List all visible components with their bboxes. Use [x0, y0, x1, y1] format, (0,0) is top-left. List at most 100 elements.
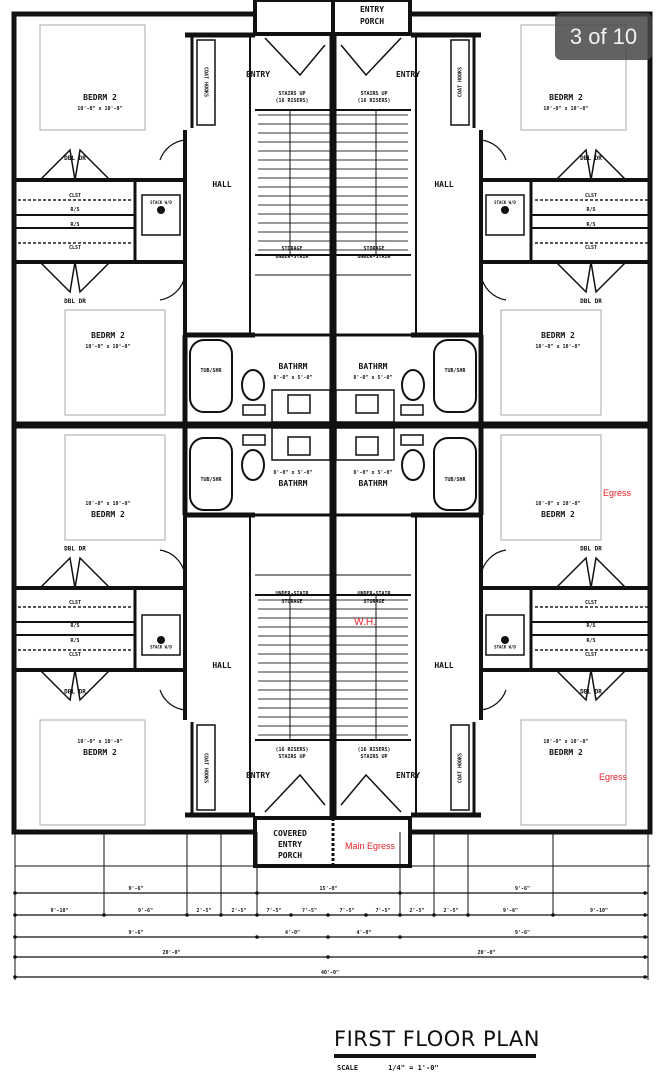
closet-label: CLST [69, 652, 81, 658]
stairs-label: STAIRS UP [278, 91, 305, 97]
unit-br [335, 425, 651, 826]
entry-label: ENTRY [396, 70, 420, 79]
double-door-label: DBL DR [64, 298, 86, 305]
risers-label: (16 RISERS) [357, 747, 390, 753]
dimension-label: 7'-5" [302, 908, 317, 914]
dimension-label: 4'-0" [356, 930, 371, 936]
apartment-units [15, 24, 651, 826]
double-door-label: DBL DR [64, 546, 86, 553]
double-door-label: DBL DR [64, 155, 86, 162]
main-egress-annotation: Main Egress [345, 841, 396, 851]
egress-annotation: Egress [599, 772, 628, 782]
rod-shelf-label: R/S [586, 222, 595, 228]
dimension-label: 9'-6" [515, 886, 530, 892]
bath-size-label: 8'-0" x 5'-0" [273, 470, 312, 476]
closet-label: CLST [69, 193, 81, 199]
hall-label: HALL [212, 180, 231, 189]
water-heater-annotation: W.H. [354, 617, 376, 628]
page-indicator-badge: 3 of 10 [555, 13, 652, 60]
double-door-label: DBL DR [580, 689, 602, 696]
dimension-label: 7'-5" [339, 908, 354, 914]
closet-label: CLST [69, 600, 81, 606]
bedroom-label: BEDRM 2 [83, 748, 117, 757]
bedroom-label: BEDRM 2 [91, 510, 125, 519]
bathroom-label: BATHRM [279, 362, 308, 371]
porch-label: PORCH [278, 851, 302, 860]
dimension-label: 9'-6" [515, 930, 530, 936]
dimension-label: 9'-10" [50, 908, 68, 914]
rod-shelf-label: R/S [70, 207, 79, 213]
dimension-label: 15'-0" [319, 886, 337, 892]
plan-title: FIRST FLOOR PLAN [334, 1027, 540, 1051]
bath-size-label: 8'-0" x 5'-0" [273, 375, 312, 381]
plan-scale: SCALE 1/4" = 1'-0" [337, 1064, 469, 1072]
entry-label: ENTRY [246, 70, 270, 79]
stairs-label: STAIRS UP [360, 754, 387, 760]
storage-label: STORAGE [363, 246, 384, 252]
closet-label: CLST [585, 652, 597, 658]
under-stair-label: UNDER-STAIR [275, 254, 309, 260]
tub-label: TUB/SHR [444, 368, 466, 374]
stairs-label: STAIRS UP [278, 754, 305, 760]
tub-label: TUB/SHR [444, 477, 466, 483]
under-stair-label: UNDER-STAIR [357, 591, 391, 597]
double-door-label: DBL DR [64, 689, 86, 696]
porch-label: PORCH [360, 17, 384, 26]
dimension-label: 9'-6" [128, 930, 143, 936]
scale-value: 1/4" = 1'-0" [388, 1064, 439, 1072]
coat-hooks-label: COAT HOOKS [203, 67, 209, 97]
stack-wd-label: STACK W/D [494, 200, 516, 205]
closet-label: CLST [69, 245, 81, 251]
double-door-label: DBL DR [580, 298, 602, 305]
dimension-label: 2'-5" [443, 908, 458, 914]
dimension-label: 20'-0" [162, 950, 180, 956]
double-door-label: DBL DR [580, 546, 602, 553]
storage-label: STORAGE [363, 599, 384, 605]
bedroom-size: 10'-0" x 10'-0" [85, 344, 130, 350]
rod-shelf-label: R/S [586, 638, 595, 644]
dimension-label: 9'-10" [590, 908, 608, 914]
bedroom-label: BEDRM 2 [83, 93, 117, 102]
scale-label: SCALE [337, 1064, 359, 1072]
dimension-label: 40'-0" [321, 970, 339, 976]
bathroom-label: BATHRM [279, 479, 308, 488]
tub-label: TUB/SHR [200, 368, 222, 374]
dimension-label: 7'-5" [375, 908, 390, 914]
room-labels: BEDRM 2 10'-0" x 10'-0" BEDRM 2 10'-0" x 10… [50, 5, 631, 976]
dimension-label: 9'-6" [128, 886, 143, 892]
coat-hooks-label: COAT HOOKS [458, 753, 464, 783]
bedroom-label: BEDRM 2 [549, 93, 583, 102]
unit-tl [15, 24, 331, 425]
bedroom-size: 10'-0" x 10'-0" [543, 106, 588, 112]
risers-label: (16 RISERS) [275, 98, 308, 104]
rod-shelf-label: R/S [586, 207, 595, 213]
storage-label: STORAGE [281, 246, 302, 252]
dimension-label: 4'-0" [285, 930, 300, 936]
coat-hooks-label: COAT HOOKS [203, 753, 209, 783]
bedroom-size: 10'-0" x 10'-0" [85, 501, 130, 507]
dimension-label: 20'-0" [477, 950, 495, 956]
bedroom-size: 10'-0" x 10'-0" [77, 739, 122, 745]
bedroom-label: BEDRM 2 [549, 748, 583, 757]
dimension-label: 2'-5" [409, 908, 424, 914]
risers-label: (16 RISERS) [357, 98, 390, 104]
bedroom-label: BEDRM 2 [91, 331, 125, 340]
title-underline [334, 1054, 536, 1058]
under-stair-label: UNDER-STAIR [275, 591, 309, 597]
risers-label: (16 RISERS) [275, 747, 308, 753]
entry-label: ENTRY [396, 771, 420, 780]
unit-tr [335, 24, 651, 425]
storage-label: STORAGE [281, 599, 302, 605]
rod-shelf-label: R/S [70, 638, 79, 644]
closet-label: CLST [585, 245, 597, 251]
entry-label: ENTRY [246, 771, 270, 780]
hall-label: HALL [434, 661, 453, 670]
bedroom-size: 10'-0" x 10'-0" [535, 501, 580, 507]
dimension-label: 2'-5" [196, 908, 211, 914]
closet-label: CLST [585, 193, 597, 199]
dimension-label: 2'-5" [231, 908, 246, 914]
dimension-label: 9'-6" [503, 908, 518, 914]
bedroom-size: 10'-0" x 10'-0" [543, 739, 588, 745]
dimension-lines [13, 832, 650, 980]
